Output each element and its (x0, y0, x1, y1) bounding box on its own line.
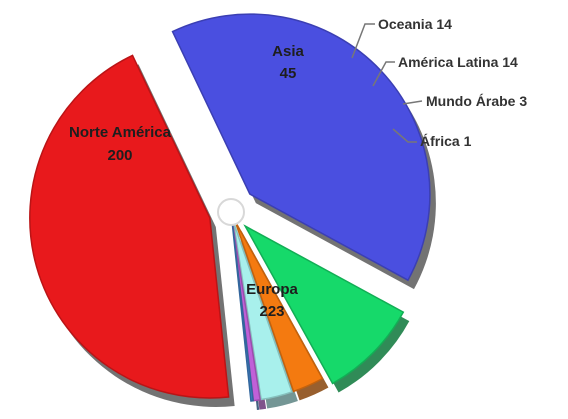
label-europa-name: Europa (246, 281, 298, 298)
label-norte-america-name: Norte América (69, 124, 172, 141)
slice-europa (29, 54, 230, 399)
label-oceania: Oceania 14 (378, 16, 452, 32)
leader-america-latina (372, 61, 395, 87)
leader-africa (392, 128, 417, 143)
leader-mundo-arabe (402, 100, 423, 105)
label-africa: África 1 (420, 133, 472, 149)
leader-oceania (351, 23, 375, 59)
label-mundo-arabe: Mundo Árabe 3 (426, 93, 527, 109)
slice-oceania (234, 220, 324, 393)
label-norte-america-value: 200 (107, 147, 132, 164)
label-asia-name: Asia (272, 43, 304, 60)
label-america-latina: América Latina 14 (398, 54, 518, 70)
slice-asia (243, 224, 405, 385)
slice-america-latina (232, 221, 293, 401)
label-europa-value: 223 (259, 303, 284, 320)
slice-africa (231, 221, 255, 402)
center-hole (217, 198, 245, 226)
slice-norte-america (171, 13, 431, 282)
label-asia-value: 45 (280, 65, 297, 82)
